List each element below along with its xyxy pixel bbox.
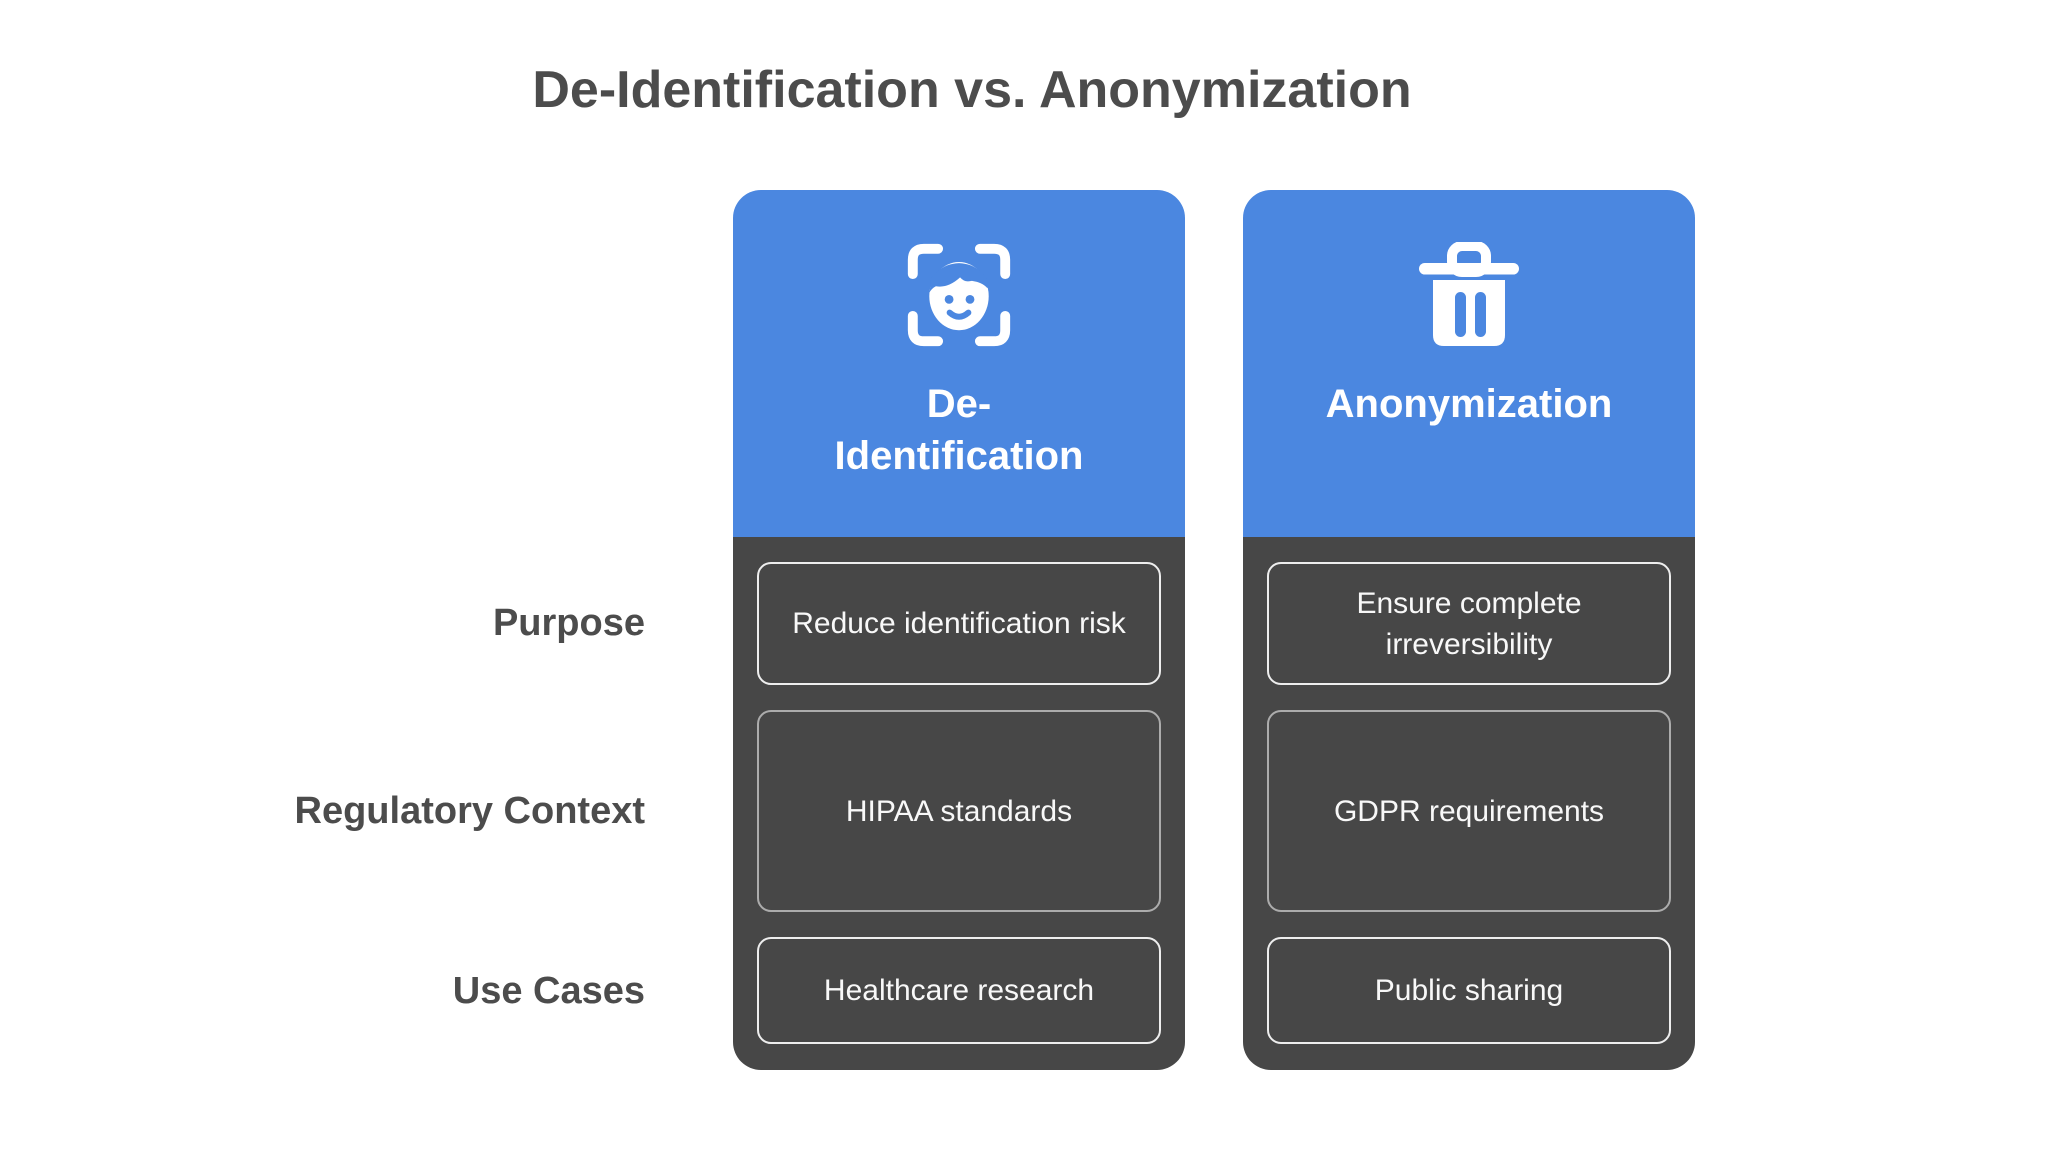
column-title-anonymization: Anonymization <box>1325 382 1613 426</box>
column-header-anonymization: Anonymization <box>1243 190 1695 537</box>
row-label-regulatory-context: Regulatory Context <box>294 790 645 832</box>
column-body-de-identification: Reduce identification risk HIPAA standar… <box>733 537 1185 1070</box>
cell-purpose-de-identification: Reduce identification risk <box>757 562 1161 685</box>
cell-use-cases-de-identification: Healthcare research <box>757 937 1161 1044</box>
column-de-identification: De- Identification Reduce identification… <box>733 190 1185 1070</box>
row-label-purpose: Purpose <box>492 602 645 644</box>
row-labels: Purpose Regulatory Context Use Cases <box>285 0 645 1152</box>
cell-purpose-anonymization: Ensure complete irreversibility <box>1267 562 1671 685</box>
cell-regulatory-anonymization: GDPR requirements <box>1267 710 1671 912</box>
column-body-anonymization: Ensure complete irreversibility GDPR req… <box>1243 537 1695 1070</box>
row-label-use-cases: Use Cases <box>452 970 645 1012</box>
page-title: De-Identification vs. Anonymization <box>532 61 1412 119</box>
column-anonymization: Anonymization Ensure complete irreversib… <box>1243 190 1695 1070</box>
cell-regulatory-de-identification: HIPAA standards <box>757 710 1161 912</box>
cell-use-cases-anonymization: Public sharing <box>1267 937 1671 1044</box>
column-header-de-identification: De- Identification <box>733 190 1185 537</box>
column-title-de-identification: De- Identification <box>834 382 1084 478</box>
trash-icon <box>1414 240 1524 350</box>
face-scan-icon <box>904 240 1014 350</box>
